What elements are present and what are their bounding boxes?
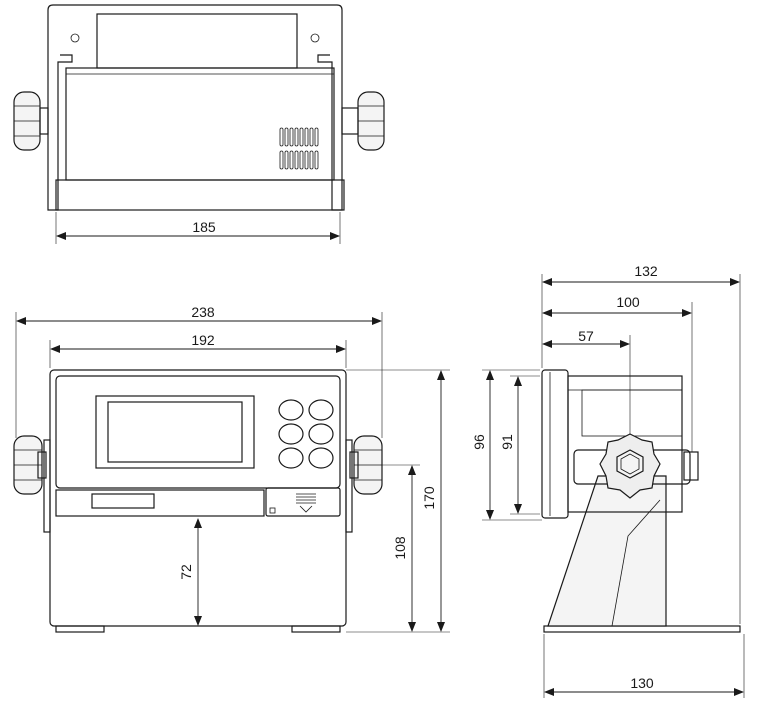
mount-hole-icon (310, 33, 320, 43)
front-bracket-left (43, 439, 51, 533)
label-slot (91, 493, 155, 509)
side-base-plate (543, 625, 741, 633)
side-housing-panel (581, 389, 683, 437)
front-panel (55, 375, 341, 489)
top-bracket-plate (47, 4, 343, 40)
front-view: 238 192 72 108 170 (13, 304, 450, 633)
front-foot-left (55, 625, 105, 633)
dim-label-front-overall-height: 170 (421, 486, 437, 510)
top-housing-body (65, 67, 335, 181)
keypad (278, 399, 334, 469)
front-bracket-right (345, 439, 353, 533)
top-bracket-arm-right (317, 40, 343, 211)
indicator-led-icon (269, 507, 276, 514)
star-knob-icon (599, 433, 661, 499)
top-bracket-arm-left (47, 40, 73, 211)
dim-label-side-depth-to-bracket: 100 (616, 294, 640, 310)
dim-label-side-overall-depth: 132 (634, 263, 658, 279)
dim-label-front-height-to-display: 72 (178, 564, 194, 580)
top-bracket-inner-plate (96, 13, 298, 69)
slot-grip-icon (296, 493, 316, 513)
front-foot-right (291, 625, 341, 633)
knob-icon (13, 435, 47, 495)
side-front-bezel (541, 369, 569, 519)
dim-label-side-height-inner: 91 (499, 434, 515, 450)
card-slot-cover (265, 487, 341, 517)
display-window-outer (95, 395, 255, 469)
keypad-button-icon (278, 423, 304, 445)
keypad-button-icon (278, 399, 304, 421)
side-support-bracket (547, 475, 667, 627)
side-view: 132 100 57 96 91 130 (471, 263, 745, 698)
keypad-button-icon (308, 447, 334, 469)
keypad-button-icon (308, 399, 334, 421)
dim-label-side-base-depth: 130 (630, 675, 654, 691)
dim-label-side-height-outer: 96 (471, 434, 487, 450)
vent-grille-icon (279, 127, 319, 170)
side-clamp-end (683, 451, 699, 481)
keypad-button-icon (278, 447, 304, 469)
dim-label-side-depth-to-knob: 57 (578, 328, 594, 344)
mount-hole-icon (70, 33, 80, 43)
label-strip (55, 489, 265, 517)
dim-label-front-height-to-knob: 108 (392, 536, 408, 560)
dim-label-top-width: 185 (192, 219, 216, 235)
knob-icon (13, 91, 49, 151)
knob-icon (341, 91, 385, 151)
display-screen (107, 401, 243, 463)
dim-label-front-body-width: 192 (191, 332, 215, 348)
top-view: 185 (13, 4, 385, 244)
keypad-button-icon (308, 423, 334, 445)
dim-label-front-overall-width: 238 (191, 304, 215, 320)
knob-icon (349, 435, 383, 495)
top-front-bezel (55, 179, 345, 211)
